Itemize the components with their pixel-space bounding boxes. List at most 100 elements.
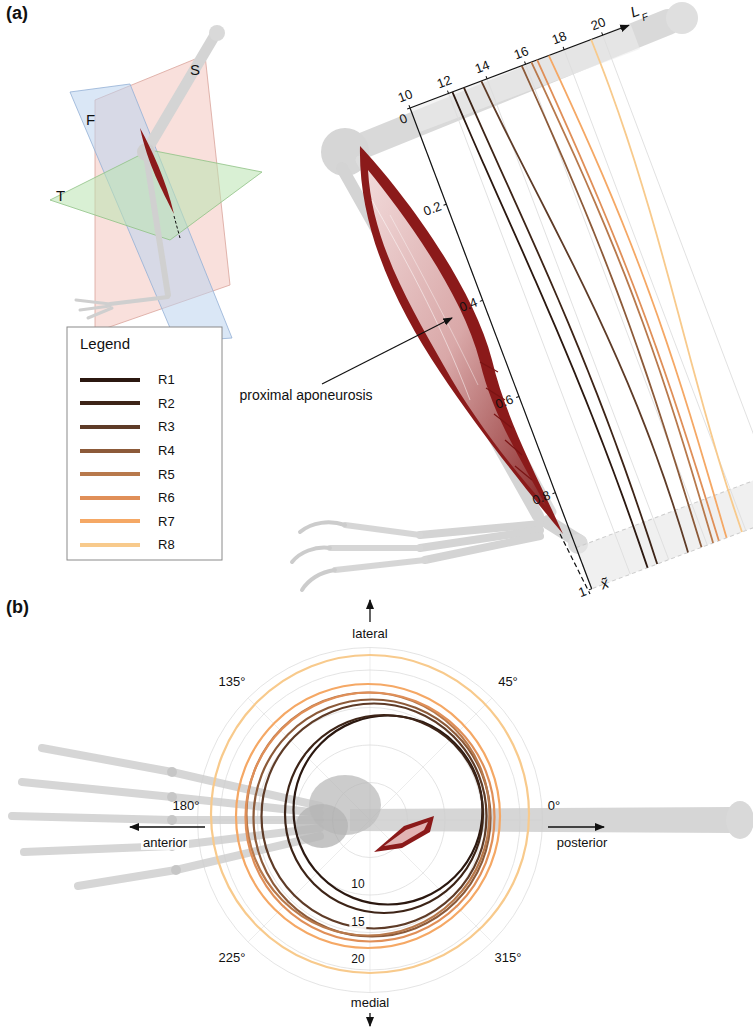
direction-label: medial — [349, 996, 391, 1010]
bone — [425, 536, 540, 560]
legend-swatch — [80, 425, 140, 429]
bone — [666, 2, 698, 34]
leader-arrow — [322, 318, 452, 384]
fibre-curve — [520, 62, 712, 547]
axis-title-subscript: F — [640, 10, 650, 22]
fibre-circle — [236, 684, 500, 948]
legend-entry: R7 — [80, 510, 215, 534]
radius-label: 20 — [349, 953, 366, 966]
axis-frame — [406, 22, 753, 590]
dashed-line — [174, 216, 180, 238]
bone — [88, 308, 112, 318]
legend: R1R2R3R4R5R6R7R8 — [80, 368, 215, 557]
fibre-circle — [246, 693, 495, 942]
panel-label: (b) — [6, 598, 29, 618]
legend-entry: R6 — [80, 486, 215, 510]
forelimb-top-view — [12, 748, 753, 886]
legend-label: R2 — [158, 396, 175, 411]
legend-label: R1 — [158, 372, 175, 387]
callout-label: proximal aponeurosis — [239, 388, 372, 403]
angle-label: 135° — [219, 675, 246, 689]
angle-label: 225° — [219, 951, 246, 965]
bone — [209, 25, 225, 41]
axis-tick: 0 — [398, 111, 410, 127]
angle-label: 315° — [495, 951, 522, 965]
claw — [302, 570, 335, 590]
legend-label: R5 — [158, 467, 175, 482]
direction-arrow — [369, 600, 370, 622]
axis-line — [410, 25, 629, 108]
axis-tick: 18 — [551, 29, 570, 47]
claw — [292, 548, 330, 562]
legend-swatch — [80, 496, 140, 500]
angle-label: 0° — [548, 799, 560, 813]
claw — [300, 522, 345, 532]
digit — [22, 782, 320, 813]
bone-cross-section — [296, 804, 348, 848]
fibre-curve — [537, 56, 728, 540]
fibre-curve — [481, 70, 692, 562]
fibre-circle — [285, 715, 483, 913]
legend-entry: R2 — [80, 392, 215, 416]
inset — [50, 25, 262, 342]
fibre-curve — [452, 86, 649, 573]
angle-label: 45° — [498, 675, 518, 689]
legend-swatch — [80, 449, 140, 453]
polar-circles — [211, 655, 529, 973]
legend-box — [67, 327, 222, 560]
angle-label: 180° — [173, 799, 200, 813]
direction-label: posterior — [555, 836, 610, 850]
bone — [726, 801, 753, 839]
digit — [12, 816, 320, 820]
fibre-circle — [262, 704, 487, 929]
radius-label: 15 — [349, 916, 366, 929]
axis-title: L — [628, 3, 642, 21]
direction-arrow — [548, 826, 604, 827]
bone — [330, 545, 420, 551]
radius-label: 10 — [349, 878, 366, 891]
legend-label: R8 — [158, 537, 175, 552]
plane-label: T — [56, 188, 65, 205]
muscle — [360, 146, 563, 534]
legend-label: R3 — [158, 419, 175, 434]
legend-swatch — [80, 519, 140, 523]
muscle-cross-section — [384, 822, 428, 846]
bone — [335, 560, 425, 570]
axis-tick: 14 — [473, 58, 492, 76]
direction-label: lateral — [350, 627, 389, 641]
legend-label: R4 — [158, 443, 175, 458]
digit — [78, 836, 320, 886]
fibre-circle — [254, 700, 491, 937]
axis-tick: 10 — [396, 87, 415, 105]
grid-line — [449, 93, 631, 574]
legend-entry: R1 — [80, 368, 215, 392]
grid-line — [370, 820, 371, 992]
axis-title: x̃ — [598, 575, 611, 593]
direction-arrow — [369, 1013, 370, 1026]
legend-title: Legend — [80, 336, 130, 353]
axis-tick: 0.2 — [421, 200, 443, 220]
legend-swatch — [80, 401, 140, 405]
legend-entry: R3 — [80, 415, 215, 439]
fibre-circle — [211, 655, 529, 973]
axis-tick: 12 — [435, 73, 454, 91]
axis-tick: 1 — [577, 584, 589, 600]
plane-label: S — [190, 62, 200, 79]
legend-label: R7 — [158, 514, 175, 529]
legend-swatch — [80, 378, 140, 382]
direction-arrow — [130, 826, 205, 827]
muscle — [140, 128, 174, 214]
legend-swatch — [80, 472, 140, 476]
legend-entry: R4 — [80, 439, 215, 463]
axis-tick: 16 — [512, 44, 531, 62]
axis-tick: 20 — [589, 15, 608, 33]
panel-label: (a) — [6, 4, 28, 24]
bone — [110, 297, 168, 304]
axis-tick: 0.4 — [458, 296, 480, 316]
legend-entry: R5 — [80, 462, 215, 486]
legend-label: R6 — [158, 490, 175, 505]
fibre-curve — [560, 39, 753, 532]
direction-label: anterior — [141, 836, 189, 850]
axis-tick: 0.6 — [494, 392, 516, 412]
